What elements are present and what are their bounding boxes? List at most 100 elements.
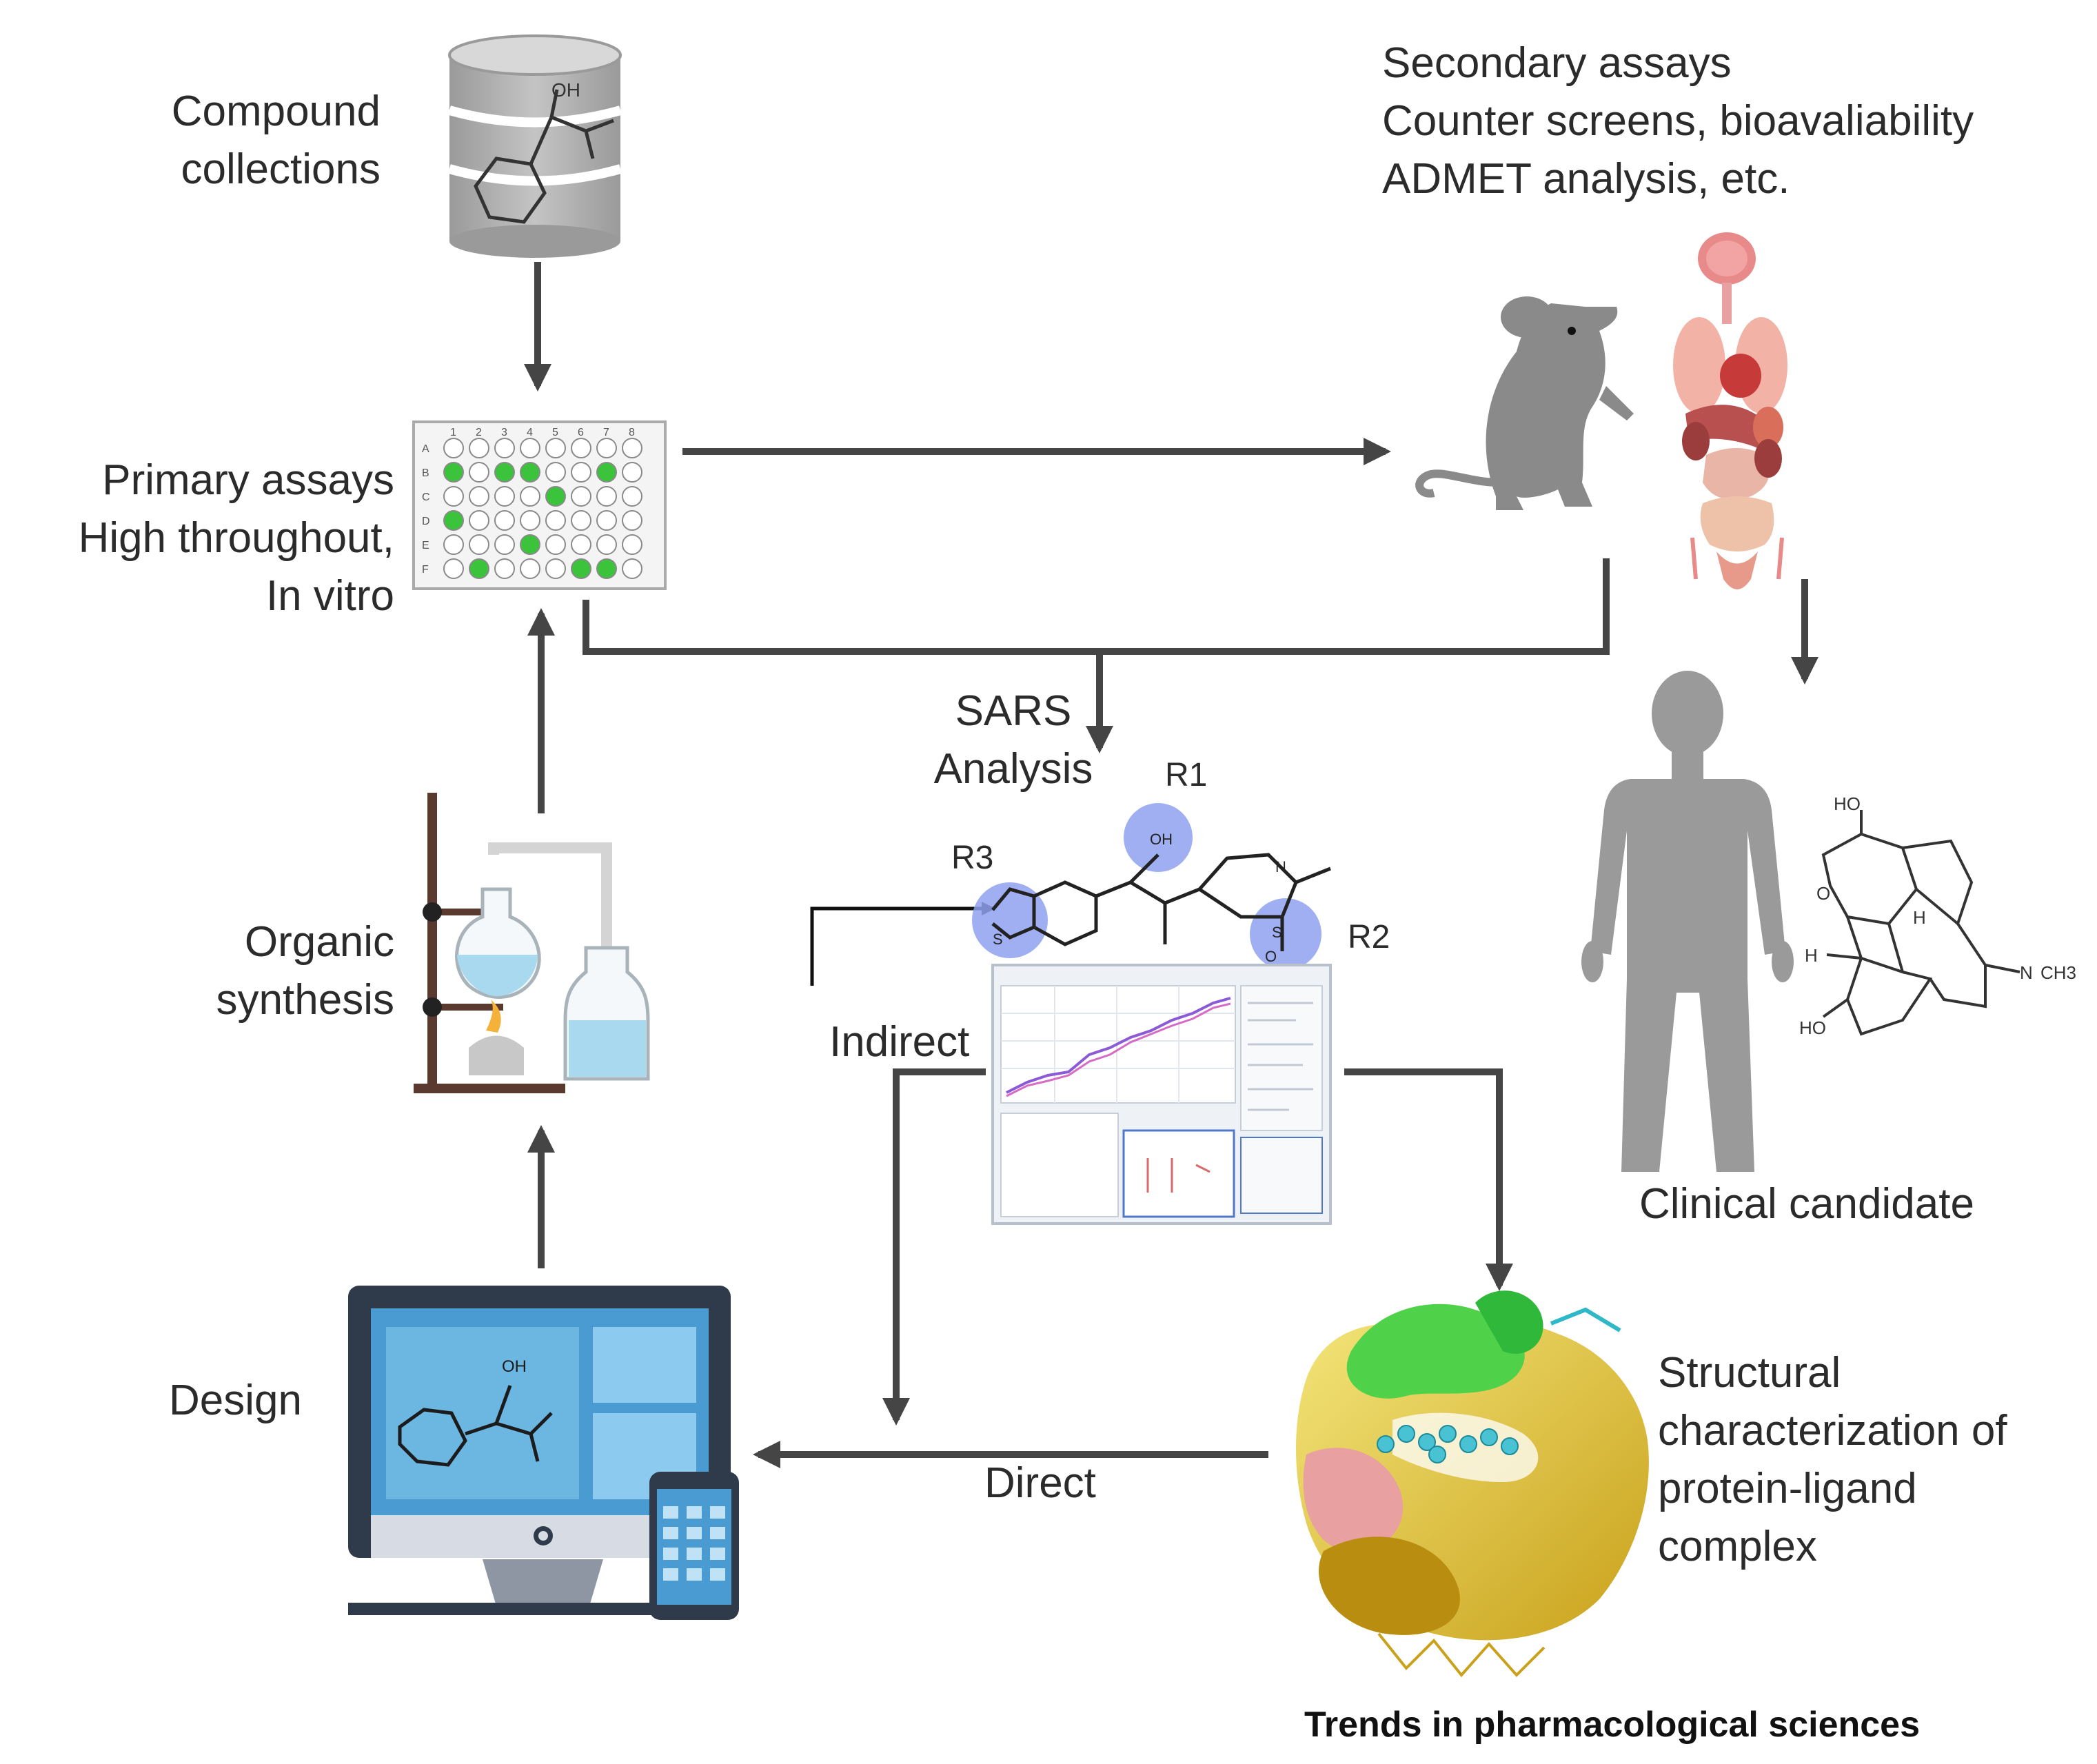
plate-well	[571, 486, 591, 507]
plate-row-label: B	[422, 467, 429, 479]
plate-well	[622, 462, 642, 483]
indirect-label: Indirect	[829, 1018, 970, 1066]
sars-line-1: SARS	[955, 687, 1072, 735]
plate-well-hit	[571, 558, 591, 579]
structural-line-1: Structural	[1658, 1349, 1841, 1397]
plate-col-label: 3	[501, 427, 507, 438]
plate-well	[443, 486, 464, 507]
morphine-ch3: CH3	[2040, 962, 2076, 983]
sars-line-2: Analysis	[933, 745, 1093, 793]
plate-row-label: C	[422, 491, 430, 503]
plate-well	[494, 486, 515, 507]
plate-well	[571, 534, 591, 555]
plate-well	[443, 534, 464, 555]
plate-row-label: F	[422, 564, 429, 576]
protein-surface-icon	[1296, 1290, 1649, 1678]
plate-well	[494, 510, 515, 531]
plate-well-hit	[545, 486, 566, 507]
morphine-structure-icon	[1821, 810, 2020, 1036]
morphine-h-left: H	[1805, 945, 1818, 966]
line-feedback-to-sars	[582, 558, 1610, 655]
secondary-line-2: Counter screens, bioavaliability	[1382, 97, 1974, 145]
molecule-s-sulfonyl: S	[1272, 924, 1282, 941]
structural-line-2: characterization of	[1658, 1407, 2007, 1454]
plate-col-label: 8	[629, 427, 635, 438]
database-icon: OH	[448, 34, 622, 258]
organs-icon	[1673, 232, 1787, 589]
plate-row-label: E	[422, 540, 429, 551]
plate-col-label: 1	[450, 427, 456, 438]
molecule-s-ring: S	[993, 931, 1003, 948]
clinical-candidate-label: Clinical candidate	[1639, 1180, 1974, 1228]
plate-well	[596, 438, 617, 458]
primary-line-1: Primary assays	[102, 456, 394, 504]
primary-assays-label: Primary assays High throughout, In vitro	[79, 452, 394, 625]
plate-row-label: A	[422, 443, 429, 455]
molecule-oh: OH	[1150, 831, 1173, 848]
plate-well-hit	[494, 462, 515, 483]
plate-well	[469, 462, 489, 483]
plate-well	[545, 462, 566, 483]
sars-analysis-label: SARS Analysis	[910, 682, 1117, 798]
smartphone-icon	[649, 1472, 739, 1620]
plate-col-label: 2	[476, 427, 482, 438]
organic-line-2: synthesis	[216, 976, 394, 1024]
plate-col-label: 6	[578, 427, 584, 438]
plate-well	[545, 438, 566, 458]
flow-arrows	[524, 262, 1819, 1468]
plate-well	[545, 534, 566, 555]
structural-characterization-label: Structural characterization of protein-l…	[1658, 1344, 2007, 1576]
plate-well	[469, 486, 489, 507]
plate-col-label: 4	[527, 427, 533, 438]
secondary-assays-label: Secondary assays Counter screens, bioava…	[1382, 34, 1974, 208]
organic-line-1: Organic	[244, 918, 394, 966]
direct-label: Direct	[984, 1459, 1096, 1507]
arrow-indirect	[882, 1068, 986, 1426]
plate-well	[545, 558, 566, 579]
plate-well	[494, 558, 515, 579]
computer-monitor-icon: OH	[348, 1286, 731, 1615]
plate-well	[622, 438, 642, 458]
plate-well	[494, 534, 515, 555]
compound-line-1: Compound	[171, 88, 381, 135]
structural-line-3: protein-ligand	[1658, 1465, 1917, 1512]
plate-well	[545, 510, 566, 531]
db-oh-label: OH	[551, 79, 580, 101]
footer-source-label: Trends in pharmacological sciences	[1304, 1705, 1921, 1745]
morphine-labels: HO O H H HO N CH3	[1799, 793, 2076, 1038]
r1-label: R1	[1165, 757, 1207, 793]
morphine-n: N	[2020, 962, 2033, 983]
plate-well	[622, 534, 642, 555]
plate-col-label: 5	[552, 427, 558, 438]
morphine-o: O	[1816, 883, 1830, 904]
molecule-n: N	[1275, 858, 1286, 875]
plate-well	[596, 510, 617, 531]
plate-well	[520, 438, 540, 458]
secondary-line-1: Secondary assays	[1382, 39, 1732, 87]
primary-line-2: High throughout,	[78, 514, 394, 562]
morphine-ho-bottom: HO	[1799, 1017, 1826, 1038]
plate-well	[596, 486, 617, 507]
plate-well	[571, 462, 591, 483]
plate-well	[571, 510, 591, 531]
plate-well	[596, 534, 617, 555]
plate-well	[469, 534, 489, 555]
plate-col-label: 7	[603, 427, 609, 438]
plate-well	[520, 558, 540, 579]
organic-synthesis-label: Organic synthesis	[216, 913, 394, 1029]
plate-row-label: D	[422, 516, 430, 527]
r3-highlight	[972, 882, 1048, 958]
arrow-to-structural	[1344, 1068, 1513, 1291]
plate-well	[443, 558, 464, 579]
software-screenshot-icon	[991, 964, 1332, 1225]
molecule-o: O	[1265, 948, 1277, 965]
design-label: Design	[169, 1377, 302, 1424]
arrow-indirect-to-r3	[810, 902, 995, 986]
plate-well-hit	[469, 558, 489, 579]
plate-well-hit	[443, 510, 464, 531]
plate-well	[494, 438, 515, 458]
plate-well-hit	[596, 462, 617, 483]
plate-well	[622, 510, 642, 531]
